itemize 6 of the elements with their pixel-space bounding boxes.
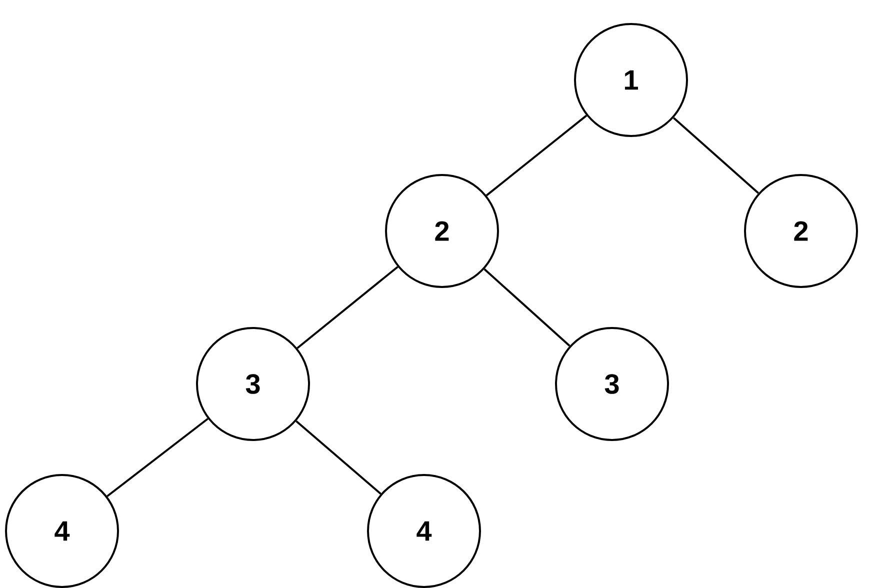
edge-line xyxy=(106,418,208,498)
edge-line xyxy=(296,420,382,495)
edge-line xyxy=(672,117,760,194)
edge-line xyxy=(484,268,570,347)
edge-line xyxy=(486,114,588,196)
edge-line xyxy=(296,266,398,349)
